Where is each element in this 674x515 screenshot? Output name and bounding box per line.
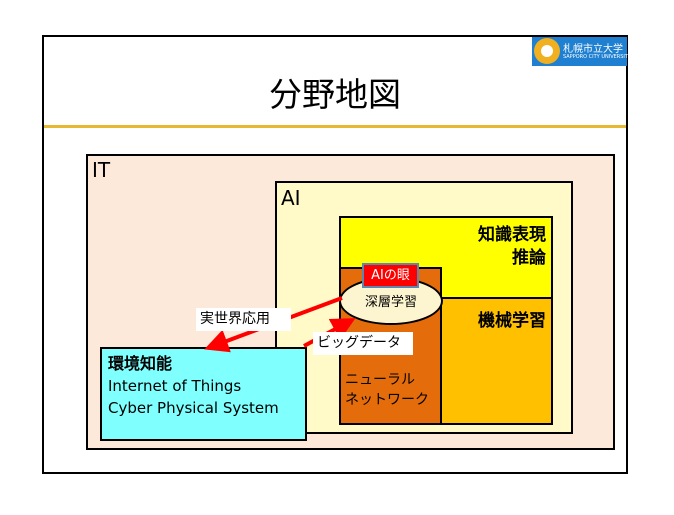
logo-text: 札幌市立大学	[563, 44, 623, 55]
ai-label: AI	[281, 186, 301, 210]
neural-network-label: ニューラル ネットワーク	[345, 370, 429, 410]
title-divider	[44, 125, 626, 128]
env-line2: Cyber Physical System	[108, 399, 279, 417]
env-title: 環境知能	[108, 354, 173, 373]
knowledge-label-line1: 知識表現	[478, 225, 546, 245]
real-world-application-label: 実世界応用	[196, 308, 291, 331]
ai-eye-badge: AIの眼	[362, 263, 419, 288]
env-line1: Internet of Things	[108, 377, 242, 395]
slide-title: 分野地図	[269, 75, 401, 114]
knowledge-label-line2: 推論	[512, 248, 546, 268]
neural-label-line1: ニューラル	[345, 372, 415, 388]
deep-learning-label: 深層学習	[364, 295, 417, 310]
big-data-label: ビッグデータ	[313, 332, 413, 355]
flower-icon	[534, 38, 560, 64]
it-label: IT	[92, 158, 111, 182]
university-logo: 札幌市立大学 SAPPORO CITY UNIVERSITY	[532, 37, 631, 66]
machine-learning-label: 機械学習	[478, 311, 546, 331]
logo-subtext: SAPPORO CITY UNIVERSITY	[563, 54, 632, 60]
knowledge-label: 知識表現 推論	[420, 224, 546, 270]
ambient-intelligence-box: 環境知能 Internet of Things Cyber Physical S…	[100, 347, 307, 441]
machine-learning-region	[440, 297, 553, 425]
neural-label-line2: ネットワーク	[345, 392, 429, 408]
